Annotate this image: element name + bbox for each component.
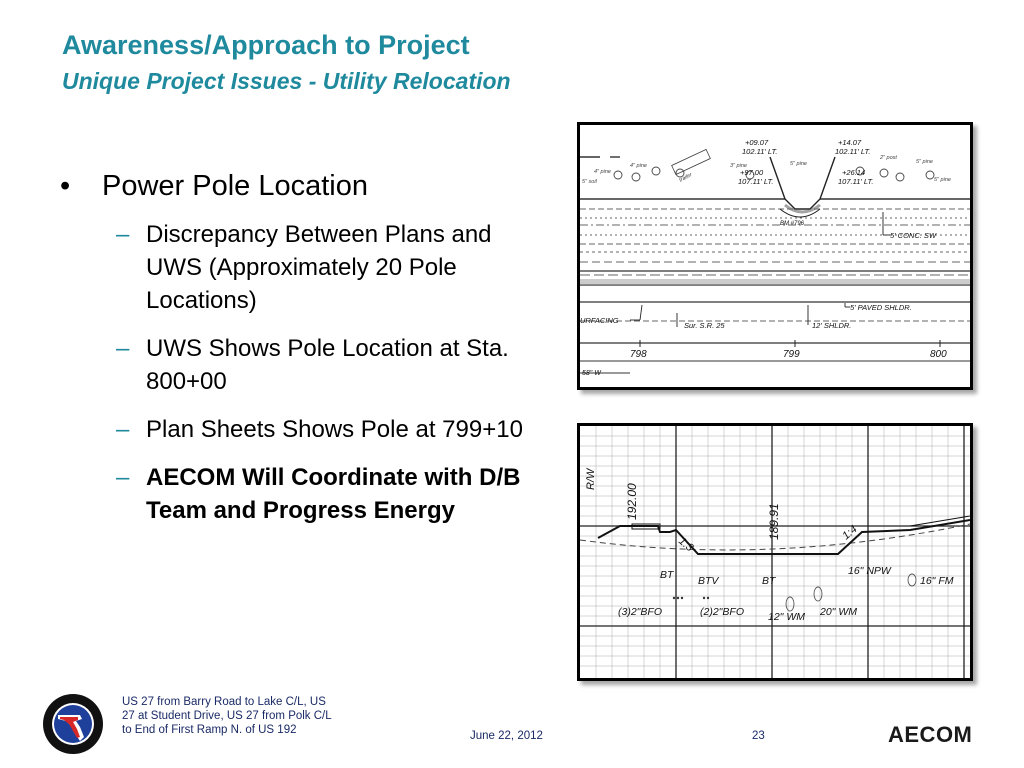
plan-post: 2" post [879, 155, 897, 161]
section-bfo-2: (2)2"BFO [700, 606, 744, 618]
sub-item-plan-sheets: – Plan Sheets Shows Pole at 799+10 [116, 416, 523, 443]
section-elev-a: 192.00 [625, 483, 639, 520]
footer-date: June 22, 2012 [470, 730, 543, 742]
plan-sta-a: +09.07 [745, 138, 769, 147]
plan-sta-c: +14.07 [838, 138, 862, 147]
plan-sta-799: 799 [783, 349, 800, 360]
cross-section-drawing: R/W 192.00 189.91 1:3 1:4 BT BTV BT 16" … [577, 423, 973, 681]
bullet-dot: • [60, 170, 71, 202]
plan-pine-7: 5" pine [934, 177, 951, 183]
section-bfo-1: (3)2"BFO [618, 606, 662, 618]
plan-view-drawing: +09.07 102.11' LT. +97.00 107.11' LT. +1… [577, 122, 973, 390]
section-fm: 16" FM [920, 575, 954, 587]
bullet-power-pole: • Power Pole Location [58, 168, 548, 204]
section-btv: BTV [698, 575, 719, 587]
plan-off-b: 107.11' LT. [738, 177, 774, 186]
section-bt-2: BT [762, 575, 777, 587]
plan-pine-1: 4" pine [630, 163, 647, 169]
section-bt-1: BT [660, 569, 675, 581]
bullet-list: • Power Pole Location – Discrepancy Betw… [58, 168, 548, 542]
plan-sta-800: 800 [930, 349, 947, 360]
plan-pine-2: 4" pine [594, 169, 611, 175]
plan-trailer: trailer [678, 171, 694, 183]
section-wm-12: 12" WM [768, 611, 805, 623]
plan-surfacing: URFACING [580, 316, 619, 325]
plan-route: Sur. S.R. 25 [684, 321, 725, 330]
section-wm-20: 20" WM [819, 606, 857, 618]
section-elev-b: 189.91 [767, 503, 781, 540]
sub-item-aecom-coordinate: – AECOM Will Coordinate with D/B Team an… [116, 464, 521, 524]
plan-bm: BM #796 [780, 221, 805, 227]
plan-soil: 5" soil [582, 179, 598, 185]
section-npw: 16" NPW [848, 565, 892, 577]
sub-item-uws-location: – UWS Shows Pole Location at Sta. 800+00 [116, 335, 509, 395]
plan-width: 58" W [582, 370, 602, 377]
page-number: 23 [752, 730, 765, 742]
slide-title: Awareness/Approach to Project [62, 30, 470, 60]
fdot-seal-logo [42, 693, 104, 755]
plan-shldr: 12' SHLDR. [812, 321, 851, 330]
plan-off-c: 102.11' LT. [835, 147, 871, 156]
plan-off-d: 107.11' LT. [838, 177, 874, 186]
plan-sta-798: 798 [630, 349, 647, 360]
plan-pine-3: 3" pine [730, 163, 747, 169]
slide-subtitle: Unique Project Issues - Utility Relocati… [62, 68, 511, 94]
plan-off-a: 102.11' LT. [742, 147, 778, 156]
bullet-main-text: Power Pole Location [102, 170, 368, 202]
aecom-logo: AECOM [888, 722, 973, 747]
plan-sta-b: +97.00 [740, 168, 764, 177]
plan-pine-4: 5" pine [790, 161, 807, 167]
section-slope-a: 1:3 [676, 535, 696, 555]
plan-paved-shldr: 5' PAVED SHLDR. [850, 303, 912, 312]
section-rw: R/W [585, 467, 597, 490]
plan-pine-6: 5" pine [916, 159, 933, 165]
footer-project-name: US 27 from Barry Road to Lake C/L, US 27… [122, 696, 332, 736]
plan-sta-d: +26.14 [842, 168, 865, 177]
plan-conc-sw: 5' CONC. SW [890, 231, 937, 240]
sub-item-discrepancy: – Discrepancy Between Plans and UWS (App… [116, 221, 492, 314]
